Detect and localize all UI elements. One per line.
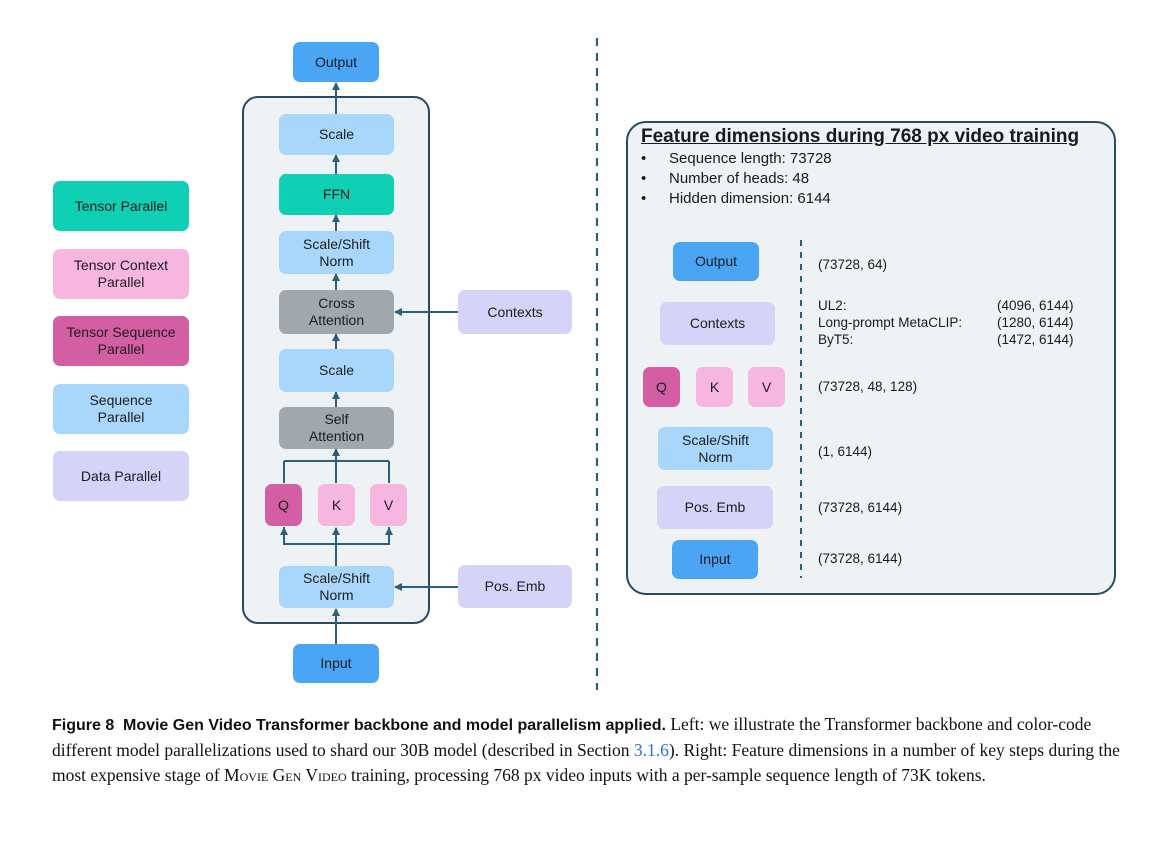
backbone-k: K [318,484,355,526]
fd-context-ul2-dim: (4096, 6144) [997,298,1074,313]
backbone-output: Output [293,42,379,82]
figure-caption: Figure 8 Movie Gen Video Transformer bac… [52,712,1122,788]
backbone-scale-shift-norm-upper: Scale/Shift Norm [279,231,394,274]
backbone-scale-top: Scale [279,114,394,155]
fd-v: V [748,367,785,407]
legend-data-parallel: Data Parallel [53,451,189,501]
fd-norm-dim: (1, 6144) [818,444,873,459]
fd-k: K [696,367,733,407]
fd-pos-emb: Pos. Emb [657,486,773,529]
feature-dimensions-title: Feature dimensions during 768 px video t… [641,126,1080,147]
fd-context-metaclip-dim: (1280, 6144) [997,315,1074,330]
caption-model-name: Movie Gen Video [224,765,347,785]
fd-qkv-dim: (73728, 48, 128) [818,379,918,394]
backbone-q: Q [265,484,302,526]
backbone-self-attention: Self Attention [279,407,394,449]
fd-pos-dim: (73728, 6144) [818,500,903,515]
fd-context-metaclip: Long-prompt MetaCLIP: [818,315,963,330]
legend-tensor-context-parallel: Tensor Context Parallel [53,249,189,299]
backbone-scale-shift-norm-lower: Scale/Shift Norm [279,566,394,608]
bullet-sequence-length: •Sequence length: 73728 [641,150,832,167]
backbone-cross-attention: Cross Attention [279,290,394,334]
fd-q: Q [643,367,680,407]
backbone-scale-mid: Scale [279,349,394,392]
bullet-hidden-dimension: •Hidden dimension: 6144 [641,190,831,207]
fd-input-dim: (73728, 6144) [818,551,903,566]
legend-tensor-sequence-parallel: Tensor Sequence Parallel [53,316,189,366]
fd-context-ul2: UL2: [818,298,847,313]
fd-contexts: Contexts [660,302,775,345]
fd-output-dim: (73728, 64) [818,257,888,272]
backbone-ffn: FFN [279,174,394,215]
fd-output: Output [673,242,759,281]
caption-text-1: Left: we illustrate the Transformer back… [52,714,1092,760]
fd-input: Input [672,540,758,579]
fd-context-byt5-dim: (1472, 6144) [997,332,1074,347]
caption-figure-number: Figure 8 [52,717,115,734]
backbone-pos-emb: Pos. Emb [458,565,572,608]
legend-tensor-parallel: Tensor Parallel [53,181,189,231]
backbone-v: V [370,484,407,526]
caption-section-link[interactable]: 3.1.6 [633,740,669,760]
backbone-input: Input [293,644,379,683]
fd-scale-shift-norm: Scale/Shift Norm [658,427,773,470]
legend-sequence-parallel: Sequence Parallel [53,384,189,434]
fd-context-byt5: ByT5: [818,332,854,347]
backbone-contexts: Contexts [458,290,572,334]
caption-text-3: training, processing 768 px video inputs… [346,765,986,785]
bullet-number-of-heads: •Number of heads: 48 [641,170,810,187]
caption-text-2: ). Right: Feature dimensions in a number… [52,740,1120,785]
caption-title: Movie Gen Video Transformer backbone and… [122,717,666,734]
